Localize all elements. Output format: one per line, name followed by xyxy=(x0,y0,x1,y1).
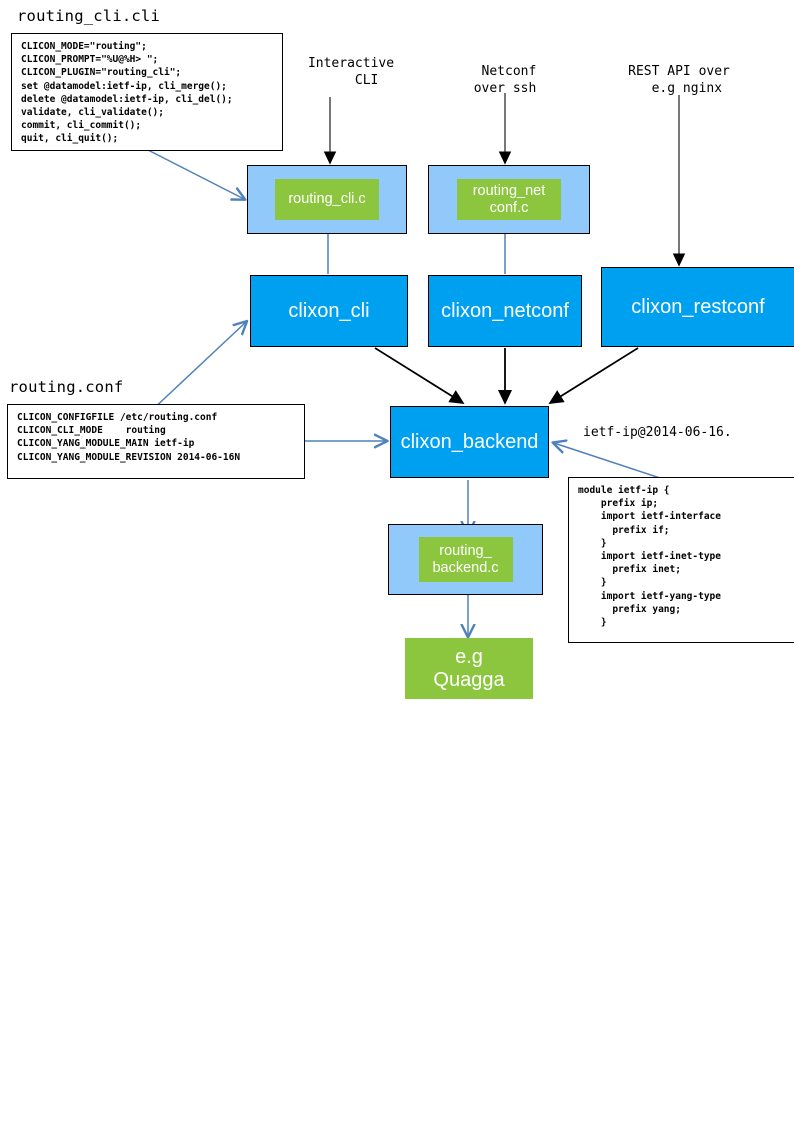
process-clixon-restconf[interactable]: clixon_restconf xyxy=(601,267,794,347)
conf-caption: routing.conf xyxy=(9,378,124,396)
process-clixon-netconf[interactable]: clixon_netconf xyxy=(428,275,582,347)
backend-plugin-host[interactable]: routing_ backend.c xyxy=(388,524,543,595)
cli-plugin-host[interactable]: routing_cli.c xyxy=(247,165,407,234)
frontend-to-backend-arrows xyxy=(374,347,639,405)
process-clixon-backend[interactable]: clixon_backend xyxy=(390,406,549,478)
entry-label-netconf: Netconf over ssh xyxy=(473,64,537,96)
conf-file-box: CLICON_CONFIGFILE /etc/routing.conf CLIC… xyxy=(7,404,305,479)
process-clixon-cli[interactable]: clixon_cli xyxy=(250,275,408,347)
cli-spec-to-plugin-arrow xyxy=(147,149,244,199)
cli-spec-file-box: CLICON_MODE="routing"; CLICON_PROMPT="%U… xyxy=(11,33,283,151)
netconf-plugin-host[interactable]: routing_net conf.c xyxy=(428,165,590,234)
cli-spec-caption: routing_cli.cli xyxy=(17,7,160,25)
entry-label-rest-api: REST API over e.g nginx xyxy=(628,64,730,96)
conf-to-cli-arrow xyxy=(149,322,246,413)
plugin-routing-netconf-c[interactable]: routing_net conf.c xyxy=(457,179,561,220)
entry-label-interactive-cli: Interactive CLI xyxy=(307,56,395,88)
routing-daemon-quagga[interactable]: e.g Quagga xyxy=(405,638,533,699)
plugin-routing-backend-c[interactable]: routing_ backend.c xyxy=(418,537,513,582)
yang-file-caption: ietf-ip@2014-06-16. xyxy=(583,425,732,440)
yang-to-backend-arrow xyxy=(554,443,661,479)
plugin-routing-cli-c[interactable]: routing_cli.c xyxy=(275,179,379,220)
yang-module-box: module ietf-ip { prefix ip; import ietf-… xyxy=(568,477,794,643)
